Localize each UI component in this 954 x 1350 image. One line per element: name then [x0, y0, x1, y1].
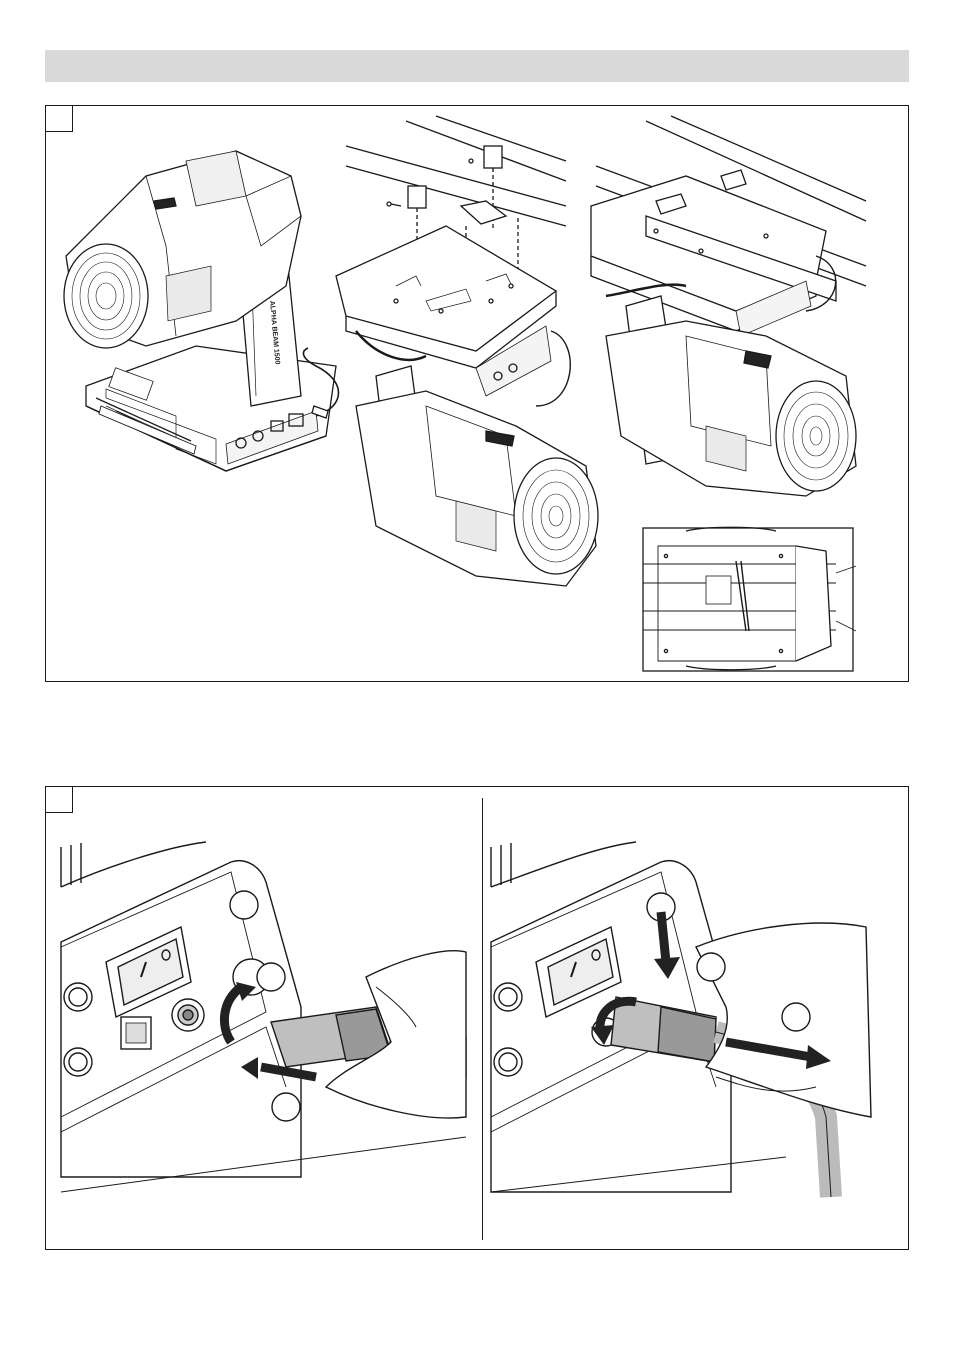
- disconnect-power-plug: [491, 842, 871, 1197]
- figure-installation: ALPHA BEAM 1500: [45, 105, 909, 682]
- section-header-bar: [45, 50, 909, 82]
- truss-mounted-fixture: ALPHA BEAM 1500: [591, 116, 866, 496]
- floor-standing-fixture: ALPHA BEAM 1500: [64, 151, 339, 471]
- top-view-inset: [643, 527, 856, 671]
- clamp-mounting-exploded: ALPHA BEAM 1500: [336, 116, 598, 586]
- installation-illustration: ALPHA BEAM 1500: [46, 106, 910, 683]
- power-connection-illustration: [46, 787, 910, 1251]
- connect-power-plug: [61, 842, 466, 1192]
- figure-power-connection: [45, 786, 909, 1250]
